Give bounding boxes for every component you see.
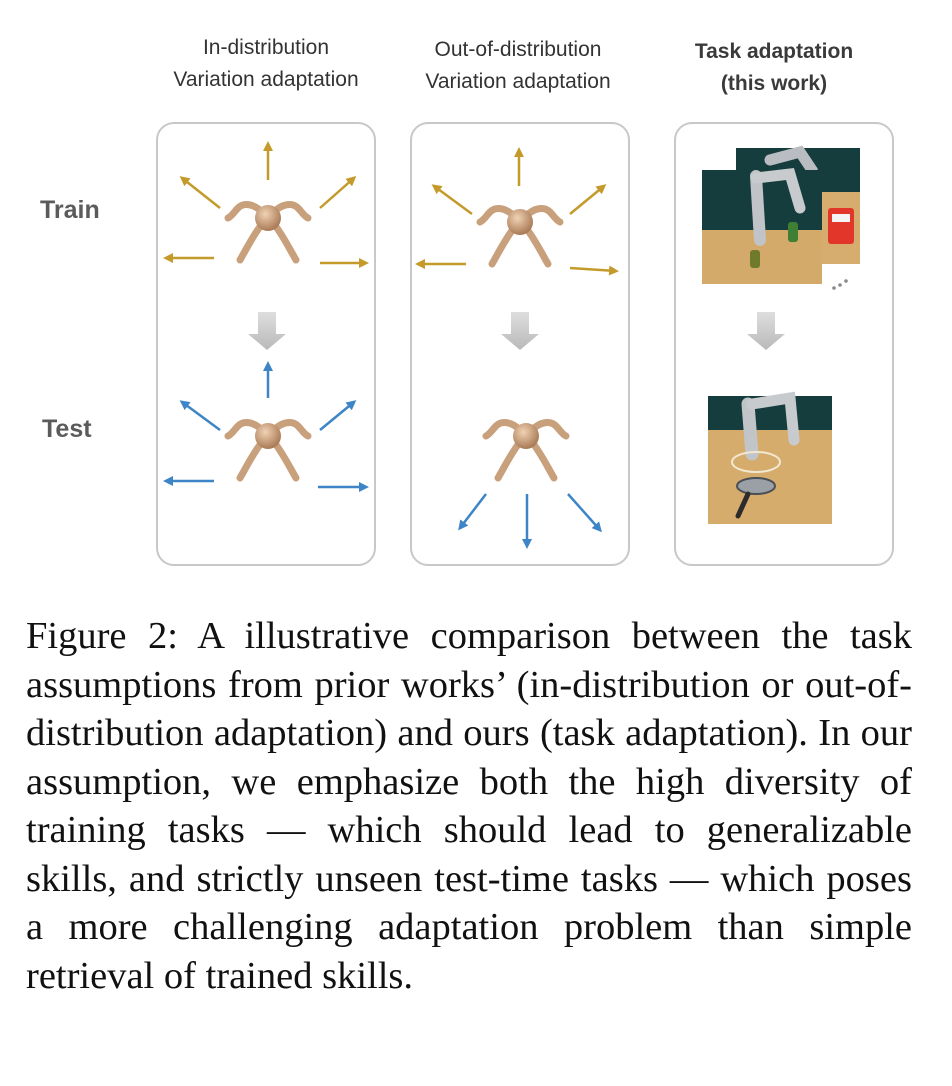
figure-caption: Figure 2: A illustrative comparison betw…: [26, 612, 912, 1000]
robot-scene-image-front: [702, 170, 822, 284]
figure-graphics: [0, 0, 952, 600]
test-arrows-out-of-distribution: [460, 494, 600, 546]
ant-robot-icon: [480, 209, 560, 264]
train-arrows-in-distribution: [166, 144, 366, 263]
ant-robot-icon: [486, 423, 566, 478]
robot-scene-image-test: [708, 396, 832, 524]
down-arrow-icon: [248, 312, 286, 350]
down-arrow-icon: [747, 312, 785, 350]
ant-robot-icon: [228, 205, 308, 260]
more-dots-icon: [832, 279, 848, 290]
ant-robot-icon: [228, 423, 308, 478]
down-arrow-icon: [501, 312, 539, 350]
